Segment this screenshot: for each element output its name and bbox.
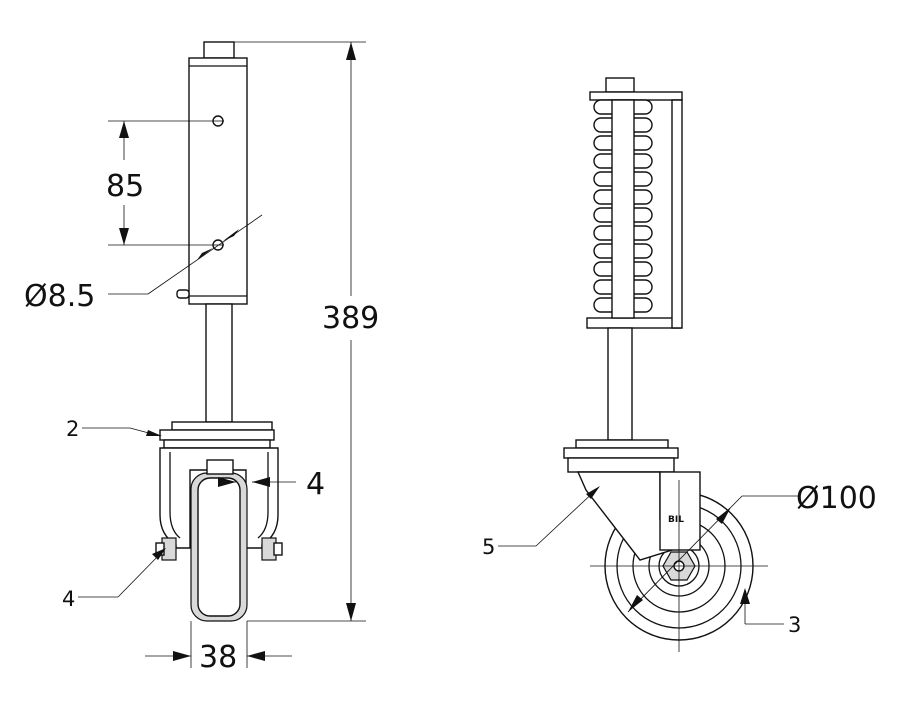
dim-38: 38 — [145, 621, 292, 675]
label-hole-diameter: Ø8.5 — [24, 279, 95, 314]
dim-wheel-diameter: Ø100 — [627, 481, 877, 613]
dim-4: 4 — [218, 467, 325, 502]
dim-389: 389 — [234, 41, 379, 622]
callout-label-4: 4 — [62, 587, 75, 611]
spring-bottom-plate — [586, 317, 681, 329]
label-wheel-diameter: Ø100 — [796, 481, 877, 516]
callout-label-3: 3 — [788, 613, 801, 637]
label-spacing-85: 85 — [106, 169, 144, 204]
label-thickness-4: 4 — [306, 467, 325, 502]
spring-coils — [593, 99, 653, 319]
shaft — [205, 303, 233, 423]
top-stub — [203, 41, 235, 59]
callout-label-2: 2 — [66, 417, 79, 441]
fork — [159, 447, 279, 549]
swivel-plate — [159, 429, 275, 441]
callout-4: 4 — [62, 548, 166, 611]
spring-side-bracket — [671, 99, 683, 329]
callout-5: 5 — [482, 486, 600, 559]
callout-3: 3 — [740, 588, 801, 637]
side-shaft — [607, 327, 633, 441]
hub-top — [206, 459, 234, 475]
label-height-389: 389 — [322, 301, 379, 336]
brand-marking: BIL — [668, 515, 684, 525]
side-fork-plate — [659, 471, 701, 551]
dim-85: 85 — [106, 120, 212, 246]
side-bearing — [567, 457, 675, 473]
side-view: BIL — [563, 77, 768, 652]
dim-hole-diameter: Ø8.5 — [24, 214, 263, 314]
locking-pin — [176, 289, 190, 299]
side-top-plate — [575, 439, 669, 449]
label-width-38: 38 — [199, 640, 237, 675]
callout-2: 2 — [66, 417, 162, 441]
side-top-stub — [605, 77, 635, 93]
callout-label-5: 5 — [482, 535, 495, 559]
spring-top-plate — [589, 91, 683, 101]
side-swivel-plate — [563, 447, 679, 459]
square-post — [188, 57, 248, 305]
bearing-ring — [163, 439, 271, 449]
top-plate — [171, 421, 273, 431]
front-view — [155, 41, 283, 622]
